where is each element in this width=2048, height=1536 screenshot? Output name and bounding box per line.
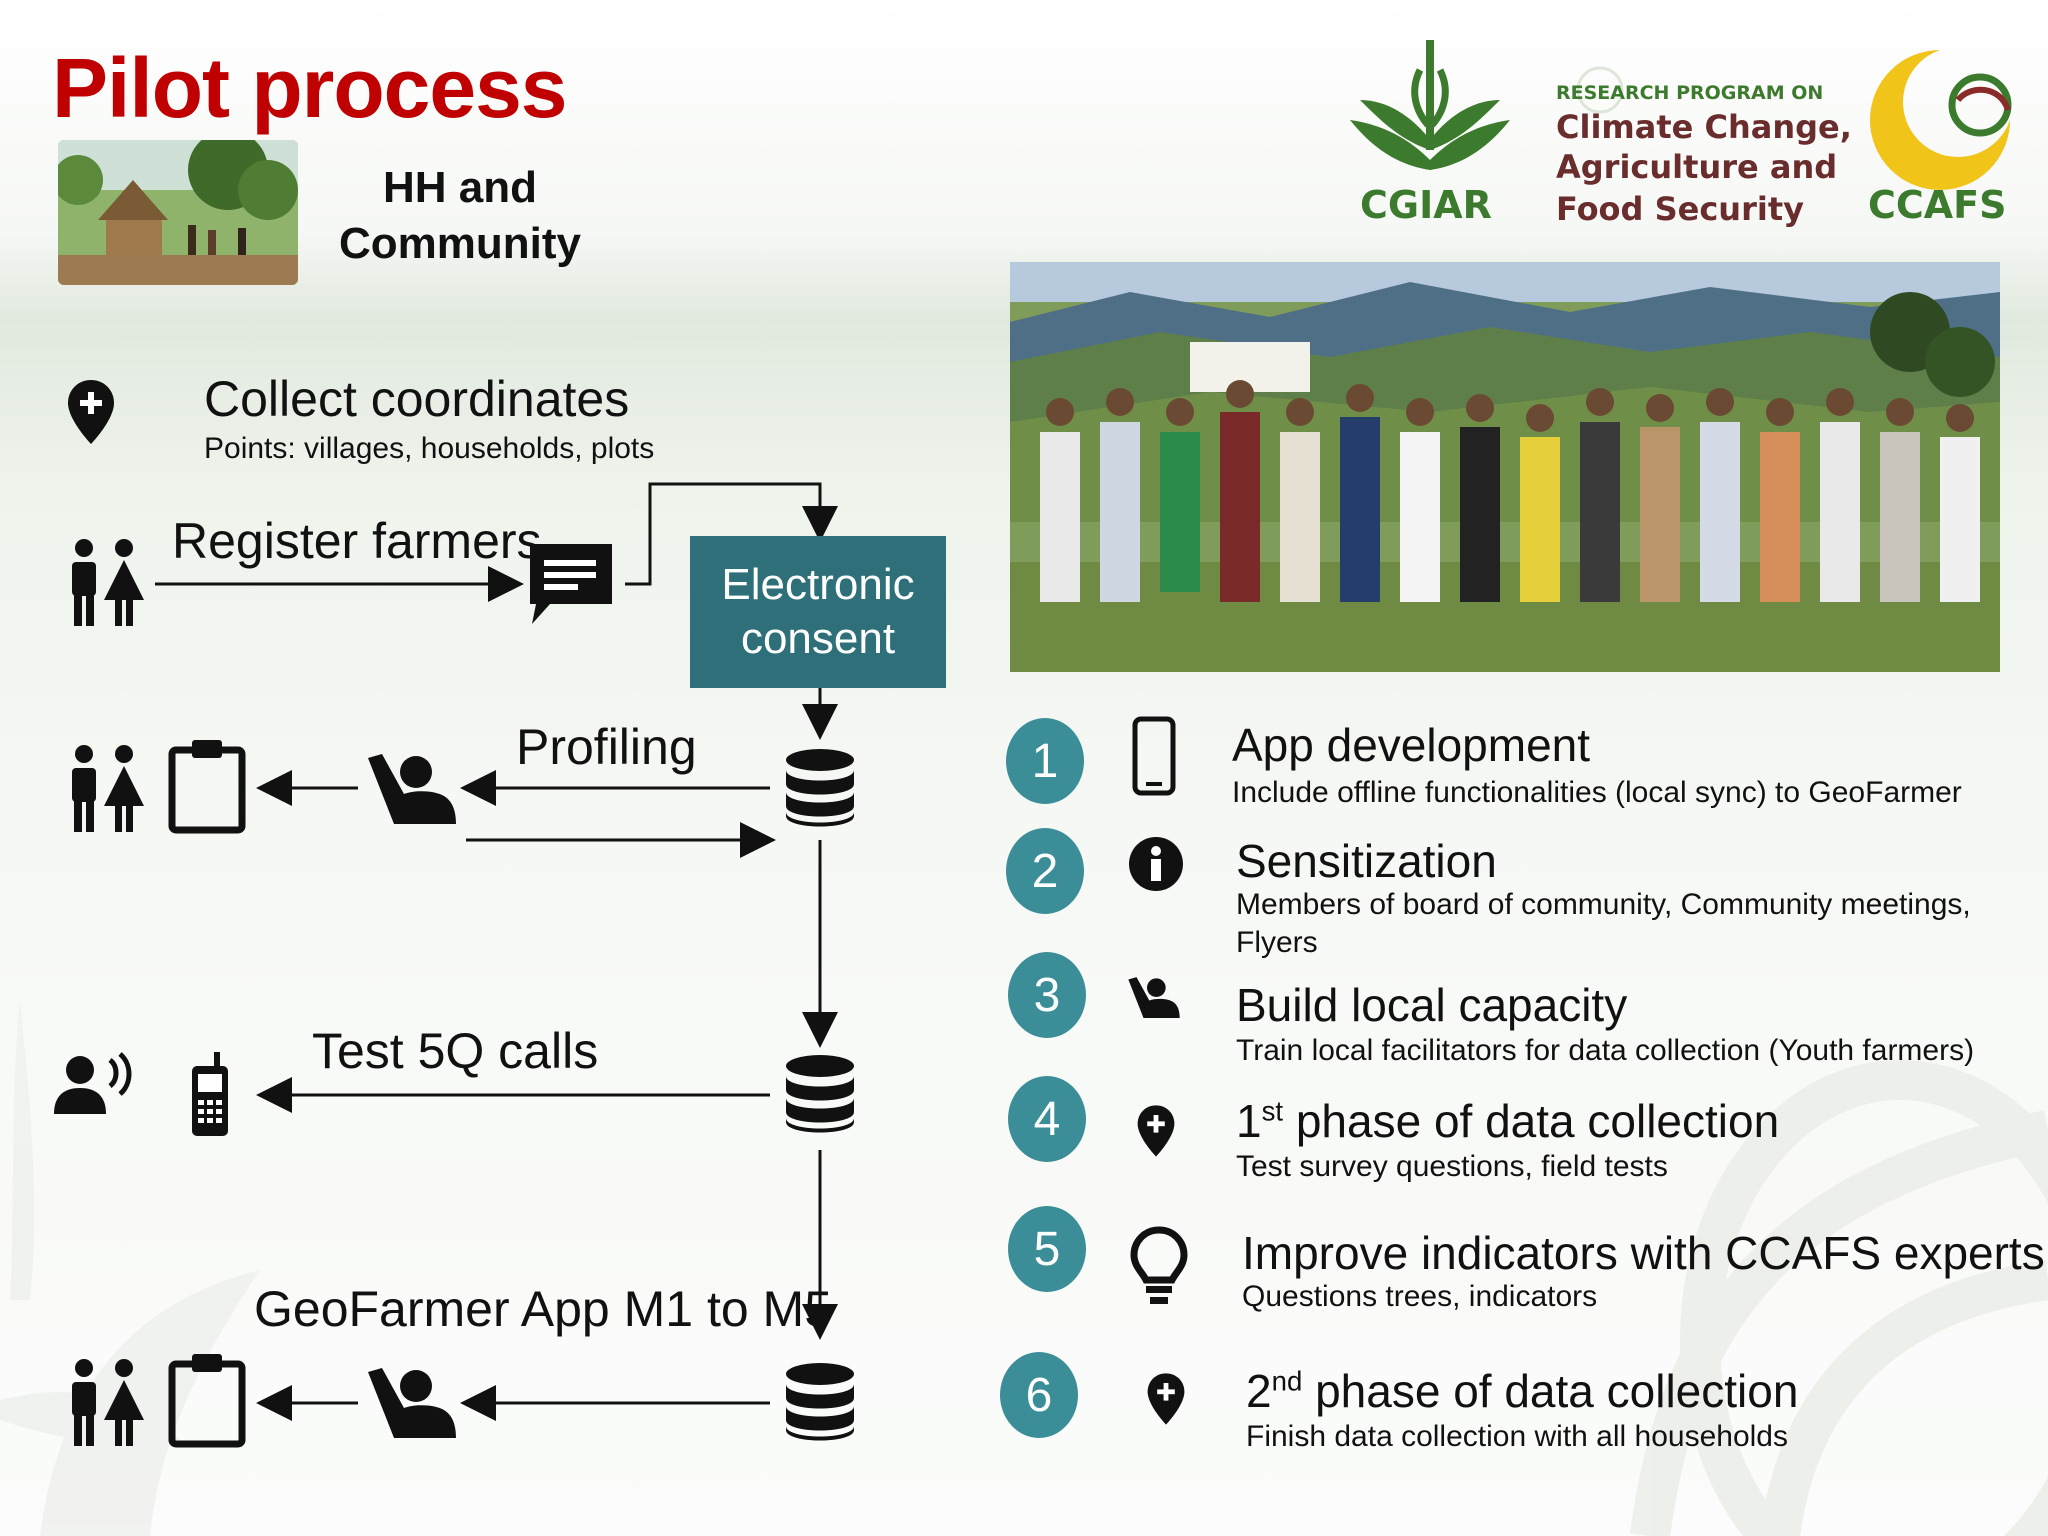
register-farmers-label: Register farmers: [172, 513, 542, 569]
step-title-4-num: 1: [1236, 1095, 1262, 1147]
step-title-6-num: 2: [1246, 1365, 1272, 1417]
electronic-consent-box: Electronic consent: [690, 536, 946, 688]
step-desc-6: Finish data collection with all househol…: [1246, 1420, 1788, 1453]
trainer-icon: [1128, 977, 1180, 1018]
logos: CGIAR CCAFS RESEARCH PROGRAM ON Climate …: [1340, 30, 2020, 240]
program-line-3: Agriculture and: [1556, 148, 1838, 186]
step-desc-5: Questions trees, indicators: [1242, 1280, 1598, 1313]
consent-line-1: Electronic: [721, 560, 915, 609]
people-icon: [72, 745, 144, 832]
trainer-icon: [368, 754, 456, 824]
cgiar-logo-icon: [1350, 40, 2012, 190]
location-pin-icon: [1137, 1105, 1175, 1157]
database-icon: [786, 1363, 854, 1441]
location-pin-icon: [68, 380, 114, 444]
clipboard-icon: [168, 1354, 246, 1448]
speaking-person-icon: [54, 1052, 132, 1114]
step-number-1: 1: [1006, 718, 1084, 804]
info-icon: [1129, 837, 1183, 891]
geofarmer-app-label: GeoFarmer App M1 to M5: [254, 1281, 833, 1337]
people-icon: [72, 539, 144, 626]
ccafs-logo-text: CCAFS: [1868, 183, 2007, 227]
household-photo: [58, 140, 298, 285]
hh-label-line-1: HH and: [383, 163, 537, 212]
program-line-1: RESEARCH PROGRAM ON: [1556, 82, 1824, 104]
group-photo: [1010, 262, 2000, 672]
collect-coordinates-label: Collect coordinates: [204, 371, 630, 427]
smartphone-icon: [1132, 716, 1176, 796]
location-pin-icon: [1147, 1373, 1185, 1425]
step-title-5: Improve indicators with CCAFS experts: [1242, 1227, 2045, 1279]
database-icon: [786, 1055, 854, 1133]
step-desc-3: Train local facilitators for data collec…: [1236, 1034, 1975, 1067]
test-calls-label: Test 5Q calls: [312, 1023, 599, 1079]
step-number-4: 4: [1008, 1076, 1086, 1162]
step-number-2: 2: [1006, 828, 1084, 914]
step-title-1: App development: [1232, 719, 1591, 771]
step-title-4-sup: st: [1261, 1095, 1284, 1127]
page-title: Pilot process: [52, 41, 568, 135]
chat-icon: [530, 544, 612, 624]
lightbulb-icon: [1130, 1226, 1188, 1304]
step-desc-2: Members of board of community, Community…: [1236, 888, 1971, 959]
people-icon: [72, 1359, 144, 1446]
step-title-4-rest: phase of data collection: [1283, 1095, 1780, 1147]
step-title-6-sup: nd: [1271, 1365, 1303, 1397]
step-title-4: 1st phase of data collection: [1236, 1094, 1779, 1148]
cgiar-logo-text: CGIAR: [1360, 183, 1492, 227]
program-line-2: Climate Change,: [1556, 108, 1852, 146]
hh-label-line-2: Community: [339, 219, 581, 268]
mobile-phone-icon: [192, 1052, 228, 1136]
step-number-3: 3: [1008, 952, 1086, 1038]
step-title-6: 2nd phase of data collection: [1246, 1364, 1798, 1418]
consent-line-2: consent: [740, 614, 896, 663]
trainer-icon: [368, 1368, 456, 1438]
step-desc-1: Include offline functionalities (local s…: [1232, 776, 1962, 809]
step-title-3: Build local capacity: [1236, 979, 1628, 1031]
step-number-6: 6: [1000, 1352, 1078, 1438]
step-number-5: 5: [1008, 1206, 1086, 1292]
collect-points-label: Points: villages, households, plots: [204, 432, 655, 465]
step-title-6-rest: phase of data collection: [1302, 1365, 1799, 1417]
step-desc-4: Test survey questions, field tests: [1236, 1150, 1668, 1183]
clipboard-icon: [168, 740, 246, 834]
hh-community-label: HH and Community: [300, 160, 620, 272]
database-icon: [786, 749, 854, 827]
step-title-2: Sensitization: [1236, 835, 1497, 887]
program-line-4: Food Security: [1556, 190, 1804, 228]
profiling-label: Profiling: [516, 719, 697, 775]
